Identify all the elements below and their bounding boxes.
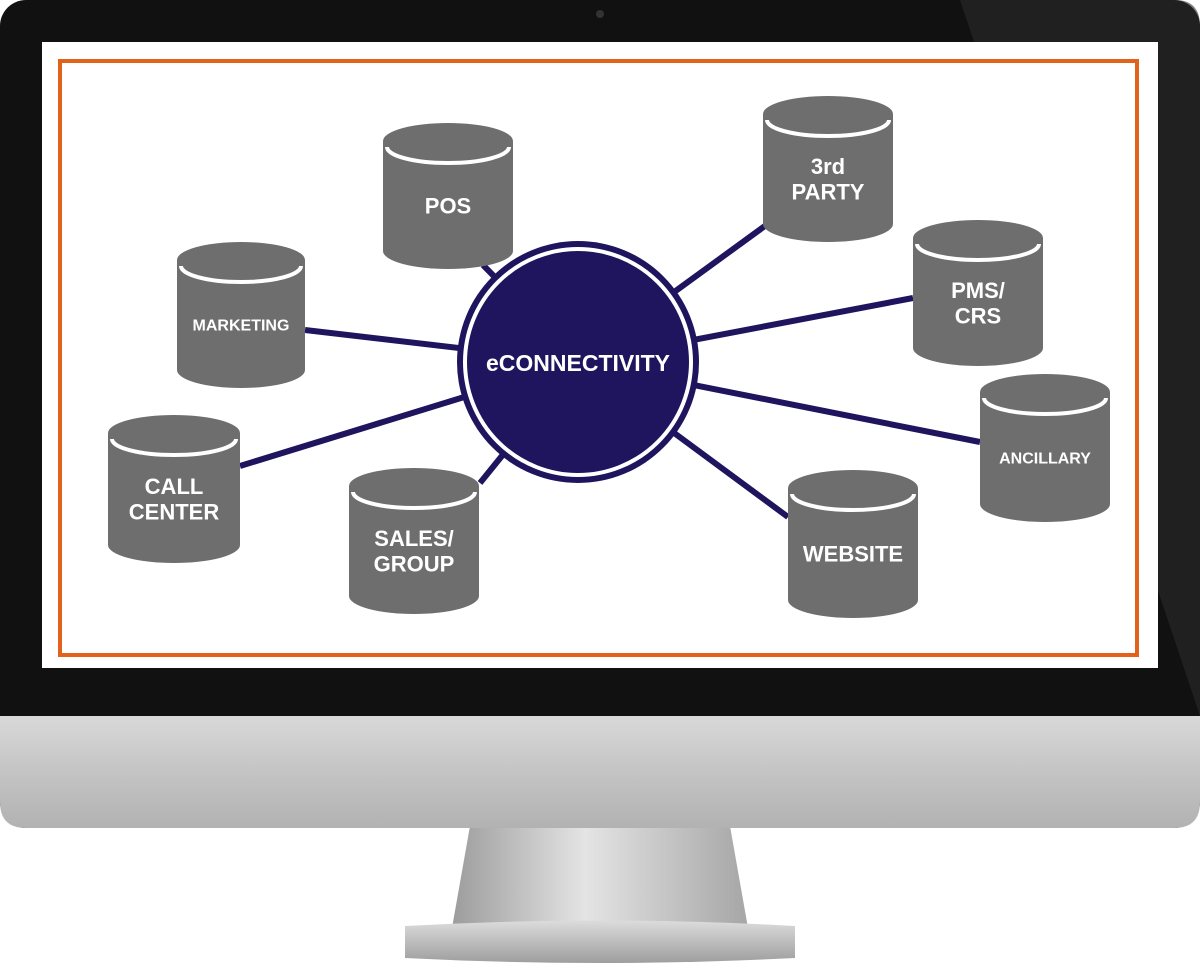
node-label: PARTY xyxy=(792,179,865,204)
node-label: 3rd xyxy=(811,154,845,179)
monitor-stand xyxy=(452,826,748,928)
cylinder-top xyxy=(913,220,1043,256)
diagram-frame xyxy=(58,59,1139,657)
cylinder-rim xyxy=(351,491,477,510)
cylinder-body xyxy=(763,114,893,242)
node-pos: POS xyxy=(383,123,513,269)
cylinder-rim xyxy=(385,146,511,165)
node-label: GROUP xyxy=(374,551,455,576)
node-label: POS xyxy=(425,194,471,219)
cylinder-rim xyxy=(790,493,916,512)
node-label: ANCILLARY xyxy=(999,451,1091,468)
hub: eCONNECTIVITY xyxy=(457,241,699,483)
node-pms-crs: PMS/CRS xyxy=(913,220,1043,366)
cylinder-body xyxy=(349,486,479,614)
cylinder-rim xyxy=(179,265,303,284)
node-website: WEBSITE xyxy=(788,470,918,618)
hub-ring xyxy=(463,247,693,477)
node-marketing: MARKETING xyxy=(177,242,305,388)
cylinder-body xyxy=(383,141,513,269)
cylinder-top xyxy=(349,468,479,504)
cylinder-rim xyxy=(765,119,891,138)
node-label: CENTER xyxy=(129,499,220,524)
node-sales-group: SALES/GROUP xyxy=(349,468,479,614)
node-label: PMS/ xyxy=(951,278,1005,303)
node-label: CALL xyxy=(145,474,204,499)
monitor-chin xyxy=(0,716,1200,828)
cylinder-top xyxy=(788,470,918,506)
node-label: CRS xyxy=(955,303,1001,328)
cylinder-rim xyxy=(110,438,238,457)
cylinder-top xyxy=(177,242,305,278)
monitor-base xyxy=(405,920,795,963)
node-label: SALES/ xyxy=(374,526,453,551)
cylinder-top xyxy=(383,123,513,159)
camera-icon xyxy=(596,10,604,18)
hub-label: eCONNECTIVITY xyxy=(486,350,670,376)
cylinder-rim xyxy=(982,397,1108,416)
node-ancillary: ANCILLARY xyxy=(980,374,1110,522)
cylinder-top xyxy=(763,96,893,132)
node-label: MARKETING xyxy=(193,318,290,335)
cylinder-body xyxy=(913,238,1043,366)
cylinder-body xyxy=(980,392,1110,522)
node-label: WEBSITE xyxy=(803,542,903,567)
cylinder-rim xyxy=(915,243,1041,262)
cylinder-top xyxy=(108,415,240,451)
cylinder-body xyxy=(108,433,240,563)
hub-circle xyxy=(457,241,699,483)
cylinder-top xyxy=(980,374,1110,410)
cylinder-body xyxy=(788,488,918,618)
cylinder-body xyxy=(177,260,305,388)
